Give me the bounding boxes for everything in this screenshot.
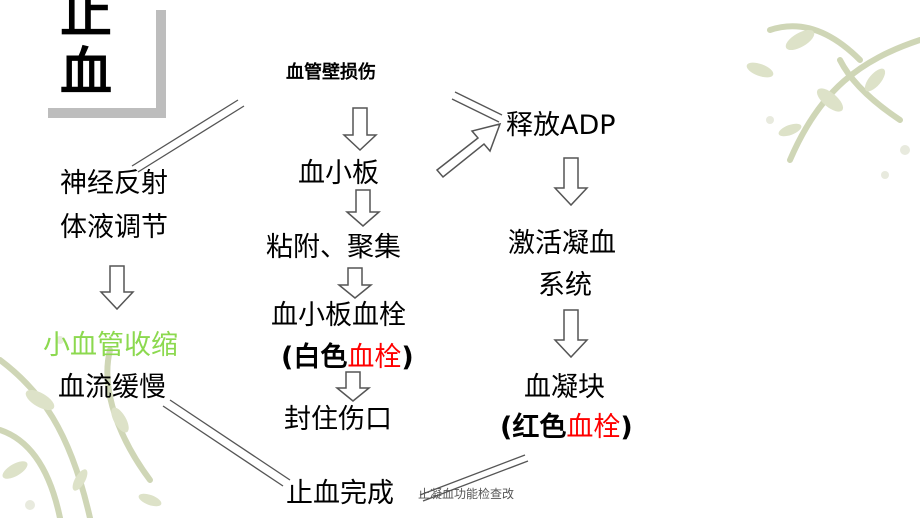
thrombus-highlight: 血栓 [347,342,402,373]
title-line-2: 血 [60,43,113,103]
node-platelet: 血小板 [298,158,379,189]
slide-title: 止 血 [60,0,140,102]
node-platelet-thrombus: 血小板血栓 [271,300,406,331]
diagonal-arrow-icon [435,122,502,179]
down-arrow-icon [345,189,381,227]
paren-open: (红色 [500,412,567,443]
node-red-thrombus: (红色血栓) [500,412,633,444]
node-vessel-damage: 血管壁损伤 [286,62,376,83]
down-arrow-icon [553,309,589,359]
node-white-thrombus: (白色血栓) [281,342,414,374]
connector-flow-to-complete [169,399,291,481]
node-humoral-regulation: 体液调节 [60,212,168,243]
node-slow-flow: 血流缓慢 [58,372,166,403]
title-box [38,0,156,108]
connector-clot-to-complete [419,454,526,496]
node-seal-wound: 封住伤口 [284,404,392,435]
connector-damage-to-reflex [131,99,239,167]
down-arrow-icon [336,267,374,299]
down-arrow-icon [99,265,135,311]
node-adhesion-aggregation: 粘附、聚集 [266,232,401,263]
thrombus-highlight: 血栓 [566,412,621,443]
down-arrow-icon [334,371,372,402]
connector-damage-to-adp [454,91,503,116]
node-neural-reflex: 神经反射 [60,168,168,199]
paren-close: ) [401,342,414,373]
node-hemostasis-complete: 止血完成 [286,478,394,509]
node-activate-line1: 激活凝血 [508,228,616,259]
node-vasoconstriction: 小血管收缩 [43,330,178,361]
footer-text: 止凝血功能检查改 [418,487,515,501]
paren-open: (白色 [281,342,348,373]
node-activate-line2: 系统 [538,270,592,301]
paren-close: ) [620,412,633,443]
title-line-1: 止 [60,0,113,45]
node-clot: 血凝块 [524,372,605,403]
down-arrow-icon [342,107,378,152]
node-release-adp: 释放ADP [506,110,616,141]
down-arrow-icon [553,157,589,207]
